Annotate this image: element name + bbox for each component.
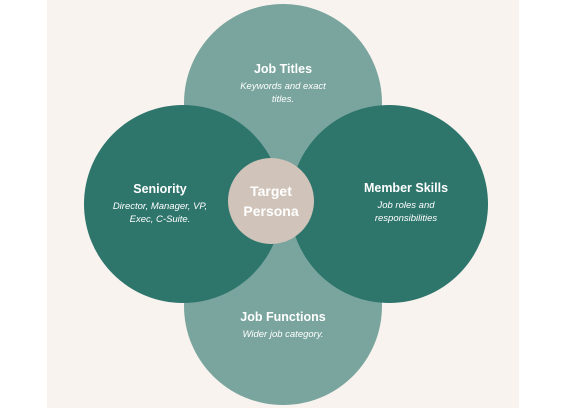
center-label: Target Persona [243,181,298,221]
center-label-line1: Target [250,183,292,199]
job-titles-desc-line1: Keywords and exact [240,81,326,92]
label-job-titles: Job Titles Keywords and exact titles. [203,61,363,106]
seniority-desc-line2: Exec, C-Suite. [129,214,191,225]
member-skills-desc-line1: Job roles and [377,200,435,211]
job-functions-heading: Job Functions [240,310,326,324]
member-skills-heading: Member Skills [363,181,449,195]
label-seniority: Seniority Director, Manager, VP, Exec, C… [93,181,227,226]
member-skills-desc-line2: responsibilities [374,213,438,224]
job-functions-desc-line1: Wider job category. [242,329,324,340]
seniority-heading: Seniority [133,182,187,196]
job-titles-desc-line2: titles. [271,94,295,105]
label-member-skills: Member Skills Job roles and responsibili… [336,180,476,225]
job-titles-heading: Job Titles [253,62,313,76]
circle-member-skills [290,105,488,303]
center-label-line2: Persona [243,203,299,219]
circle-target-persona: Target Persona [228,158,314,244]
seniority-desc-line1: Director, Manager, VP, [112,201,208,212]
label-job-functions: Job Functions Wider job category. [203,309,363,341]
